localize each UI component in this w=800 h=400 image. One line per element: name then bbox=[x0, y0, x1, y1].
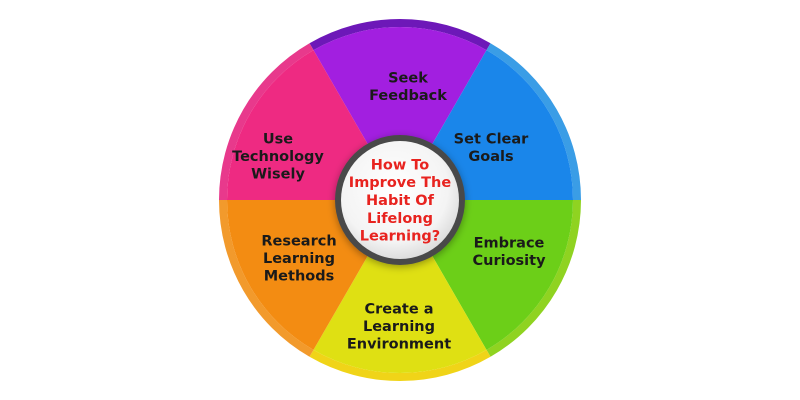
segment-label-line: Use bbox=[263, 132, 293, 148]
segment-label-line: Set Clear bbox=[454, 131, 529, 147]
segment-label-line: Seek bbox=[388, 70, 428, 86]
segment-label-line: Goals bbox=[468, 149, 513, 165]
segment-label-line: Methods bbox=[264, 269, 335, 285]
segment-rim-create-a-learning-environment bbox=[309, 349, 491, 382]
segment-label-line: Research bbox=[261, 234, 336, 250]
segment-rim-set-clear-goals bbox=[486, 43, 581, 200]
center-disk bbox=[341, 141, 459, 259]
segment-label-line: Environment bbox=[347, 337, 451, 353]
segment-rim-use-technology-wisely bbox=[219, 43, 314, 200]
segment-wedge-research-learning-methods bbox=[226, 200, 370, 350]
segment-label-line: Embrace bbox=[474, 235, 545, 251]
center-title-line: Habit Of bbox=[366, 193, 435, 209]
segment-label-line: Learning bbox=[363, 319, 435, 335]
segment-rim-embrace-curiosity bbox=[486, 200, 582, 357]
center-title-line: Improve The bbox=[349, 175, 452, 191]
segment-label-line: Curiosity bbox=[472, 253, 546, 269]
segment-label-line: Technology bbox=[232, 149, 324, 165]
center-title-line: Learning? bbox=[360, 229, 440, 245]
segment-wedge-embrace-curiosity bbox=[430, 200, 573, 350]
segment-label-line: Learning bbox=[263, 251, 335, 267]
segment-wedge-create-a-learning-environment bbox=[313, 252, 487, 373]
center-title-line: Lifelong bbox=[367, 211, 433, 227]
segment-wedge-use-technology-wisely bbox=[227, 50, 370, 200]
segment-rim-seek-feedback bbox=[309, 18, 491, 51]
segment-wedge-seek-feedback bbox=[313, 27, 487, 148]
segment-label-line: Create a bbox=[364, 302, 433, 318]
segment-label-line: Feedback bbox=[369, 88, 447, 104]
segment-wedge-set-clear-goals bbox=[430, 50, 573, 200]
segment-rim-research-learning-methods bbox=[219, 200, 314, 357]
segment-label-line: Wisely bbox=[251, 167, 305, 183]
center-title-line: How To bbox=[371, 157, 430, 173]
